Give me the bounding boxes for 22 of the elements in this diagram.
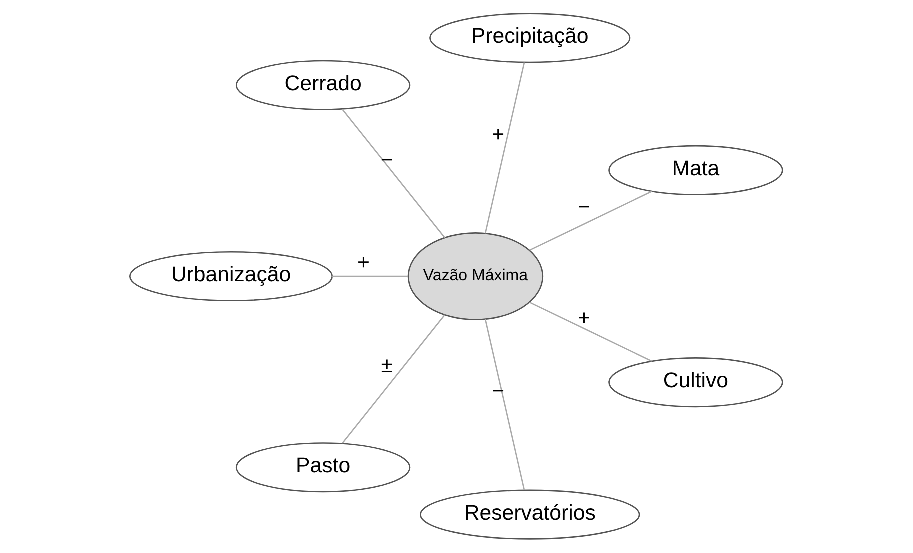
edge-label: + (358, 250, 370, 275)
connector (332, 276, 408, 278)
edge-label: − (380, 148, 394, 172)
connector (342, 314, 446, 444)
node-ellipse: Urbanização (129, 251, 334, 302)
node-ellipse: Precipitação (430, 13, 631, 64)
node-ellipse: Cultivo (608, 358, 784, 408)
connector (342, 109, 446, 238)
edge-label: + (492, 122, 505, 146)
connector (530, 191, 652, 252)
node-ellipse: Vazão Máxima (408, 232, 544, 321)
node-ellipse: Cerrado (236, 60, 411, 110)
connector (484, 62, 526, 234)
connector (484, 319, 526, 490)
node-ellipse: Mata (608, 145, 784, 196)
edge-label: − (578, 195, 590, 220)
edge-label: + (578, 306, 590, 330)
node-ellipse: Pasto (236, 442, 411, 493)
edge-label: ± (381, 353, 393, 378)
node-ellipse: Reservatórios (420, 490, 640, 540)
edge-label: − (492, 378, 505, 403)
connector (530, 302, 652, 362)
